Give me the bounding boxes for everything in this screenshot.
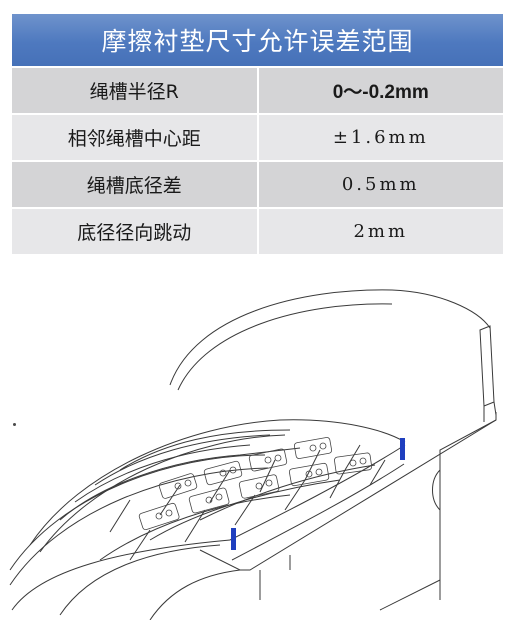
- row-label: 绳槽底径差: [12, 160, 259, 208]
- row-label: 底径径向跳动: [12, 207, 259, 254]
- marker-left: [231, 528, 236, 550]
- table-row: 绳槽底径差 0.5mm: [12, 160, 503, 208]
- table-row: 底径径向跳动 2mm: [12, 207, 503, 254]
- row-value: 0.5mm: [257, 160, 503, 208]
- tolerance-table: 摩擦衬垫尺寸允许误差范围 绳槽半径R 0～-0.2mm 相邻绳槽中心距 ±1.6…: [12, 14, 503, 254]
- table-title: 摩擦衬垫尺寸允许误差范围: [12, 14, 503, 68]
- row-label: 相邻绳槽中心距: [12, 113, 259, 161]
- hood-arc: [169, 289, 491, 386]
- row-value: 0～-0.2mm: [257, 66, 503, 114]
- row-label: 绳槽半径R: [12, 66, 259, 114]
- row-value: 2mm: [257, 207, 503, 254]
- flange-plate: [479, 325, 495, 407]
- friction-liner-drawing: [9, 289, 497, 620]
- base-plate: [199, 412, 497, 571]
- drum-outer-arc: [9, 454, 266, 571]
- table-header-row: 摩擦衬垫尺寸允许误差范围: [12, 14, 503, 68]
- table-row: 绳槽半径R 0～-0.2mm: [12, 66, 503, 114]
- table-row: 相邻绳槽中心距 ±1.6mm: [12, 113, 503, 161]
- row-value: ±1.6mm: [257, 113, 503, 161]
- liner-outer-edge: [29, 419, 406, 546]
- marker-right: [400, 438, 405, 460]
- stray-dot: [13, 423, 16, 426]
